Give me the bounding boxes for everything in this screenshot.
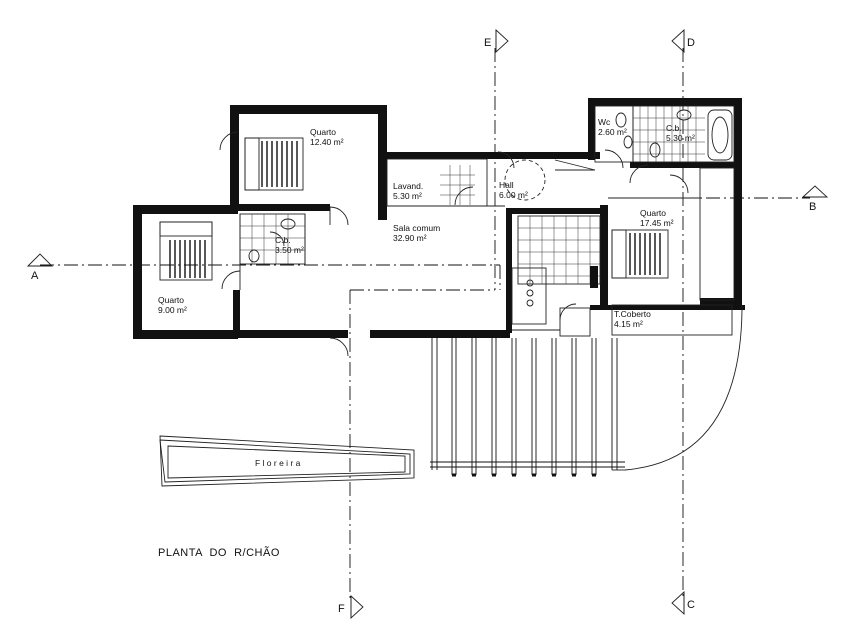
bed-9: [159, 221, 213, 281]
room-name-lavand: Lavand.: [393, 181, 423, 191]
planter-label: F l o r e i r a: [255, 458, 301, 468]
room-name-sala: Sala comum: [393, 223, 440, 233]
room-labels: Quarto 12.40 m² Quarto 9.00 m² Quarto 17…: [158, 117, 695, 329]
room-area-lavand: 5.30 m²: [393, 191, 422, 201]
bed-17: [611, 229, 669, 279]
room-area-hall: 6.00 m²: [499, 190, 528, 200]
section-axes: [40, 48, 810, 600]
section-label-f: F: [338, 603, 345, 615]
drawing-title: PLANTA DO R/CHÃO: [158, 546, 280, 559]
section-label-d: D: [687, 37, 695, 49]
section-marker-d[interactable]: D: [671, 28, 695, 54]
room-area-quarto-17: 17.45 m²: [640, 218, 674, 228]
section-label-c: C: [687, 599, 695, 611]
section-marker-f[interactable]: F: [338, 594, 364, 620]
room-name-quarto-17: Quarto: [640, 208, 666, 218]
kitchen-tiles: [511, 215, 601, 325]
room-area-quarto-12: 12.40 m²: [310, 137, 344, 147]
bed-12: [244, 137, 304, 191]
room-area-sala: 32.90 m²: [393, 233, 427, 243]
interior-walls: [239, 105, 735, 337]
section-label-e: E: [484, 37, 491, 49]
section-label-a: A: [31, 270, 39, 282]
door-swings: [219, 131, 689, 357]
pergola: [430, 338, 625, 477]
room-name-t-coberto: T.Coberto: [614, 309, 651, 319]
room-name-cb-right: C.b.: [666, 123, 682, 133]
room-name-quarto-12: Quarto: [310, 127, 336, 137]
room-name-wc: Wc: [598, 117, 611, 127]
section-label-b: B: [809, 201, 816, 213]
planter: F l o r e i r a: [159, 435, 415, 487]
room-name-hall: Hall: [499, 180, 514, 190]
section-marker-e[interactable]: E: [484, 28, 509, 54]
room-area-cb-right: 5.30 m²: [666, 133, 695, 143]
section-marker-b[interactable]: B: [801, 185, 829, 213]
room-area-cb-left: 3.50 m²: [275, 245, 304, 255]
bathroom-fixtures: [240, 106, 733, 264]
room-area-wc: 2.60 m²: [598, 127, 627, 137]
room-area-quarto-9: 9.00 m²: [158, 305, 187, 315]
room-name-quarto-9: Quarto: [158, 295, 184, 305]
terrace-curve: [624, 305, 743, 471]
room-area-t-coberto: 4.15 m²: [614, 319, 643, 329]
room-name-cb-left: C.b.: [275, 235, 291, 245]
section-marker-a[interactable]: A: [26, 253, 54, 282]
laundry-details: [440, 159, 596, 205]
exterior-walls: [133, 98, 745, 339]
section-marker-c[interactable]: C: [671, 590, 695, 616]
